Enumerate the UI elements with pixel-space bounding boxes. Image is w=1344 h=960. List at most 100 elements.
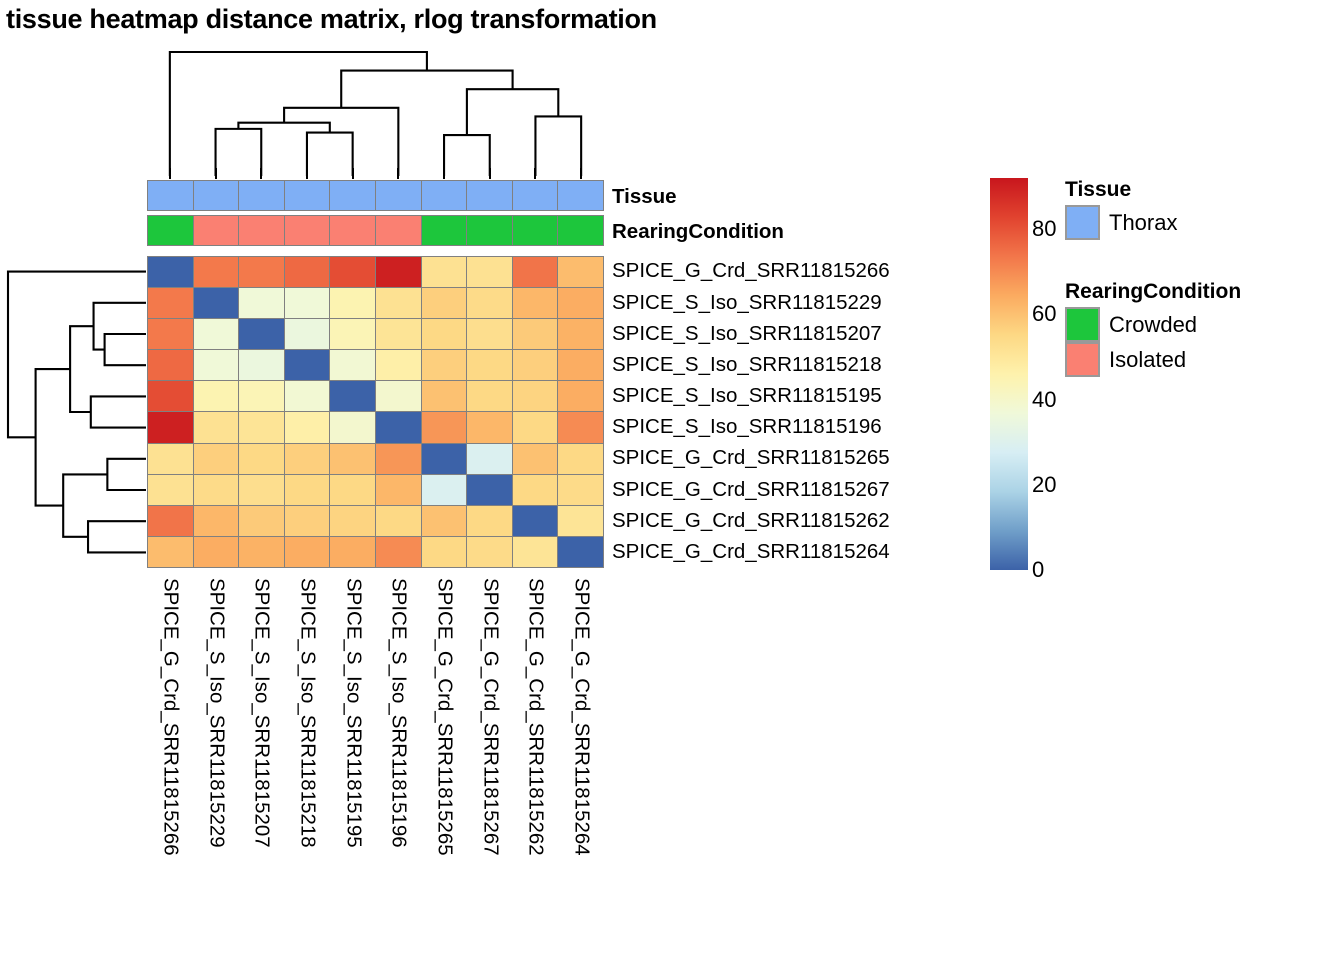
heatmap-cell <box>148 288 194 319</box>
heatmap-cell <box>375 350 422 381</box>
heatmap-column-label-slot: SPICE_S_Iso_SRR11815196 <box>376 578 422 948</box>
column-tickmark <box>443 168 446 179</box>
heatmap-cell <box>148 257 194 288</box>
heatmap-cell <box>148 381 194 412</box>
column-dendrogram <box>168 50 583 176</box>
annotation-tissue-cell <box>512 181 559 210</box>
colorbar-tick-60: 60 <box>1032 301 1057 327</box>
heatmap-cell <box>558 257 603 288</box>
annotation-tissue-cell <box>421 181 468 210</box>
heatmap-cell <box>558 474 603 505</box>
heatmap-cell <box>375 319 422 350</box>
column-tickmark <box>260 168 263 179</box>
heatmap-cell <box>284 288 331 319</box>
legend-title: Tissue <box>1065 178 1132 201</box>
heatmap-cell <box>467 474 513 505</box>
annotation-rearing-cell <box>148 216 194 245</box>
heatmap-cell <box>421 381 468 412</box>
heatmap-cell <box>375 412 422 443</box>
heatmap-cell <box>558 412 603 443</box>
annotation-row-tissue <box>147 180 604 211</box>
colorbar-tick-40: 40 <box>1032 386 1057 412</box>
heatmap-cell <box>421 319 468 350</box>
heatmap-column-label: SPICE_S_Iso_SRR11815229 <box>204 578 228 848</box>
heatmap-cell <box>330 536 376 567</box>
heatmap-cell <box>512 412 559 443</box>
heatmap-cell <box>284 536 331 567</box>
page-title: tissue heatmap distance matrix, rlog tra… <box>6 4 657 34</box>
heatmap-cell <box>330 288 376 319</box>
heatmap-row <box>148 257 603 289</box>
heatmap-cell <box>558 319 603 350</box>
heatmap-cell <box>239 319 285 350</box>
heatmap-cell <box>284 505 331 536</box>
heatmap-cell <box>512 443 559 474</box>
heatmap-row <box>148 319 603 351</box>
heatmap-row <box>148 505 603 537</box>
heatmap-cell <box>467 505 513 536</box>
annotation-tissue-cell <box>467 181 513 210</box>
heatmap-row <box>148 350 603 382</box>
heatmap-cell <box>239 443 285 474</box>
heatmap-cell <box>193 443 240 474</box>
heatmap-column-label: SPICE_S_Iso_SRR11815196 <box>387 578 411 848</box>
heatmap-row-label: SPICE_S_Iso_SRR11815207 <box>612 321 882 345</box>
legend-item[interactable]: Isolated <box>1065 342 1241 377</box>
colorbar-tick-0: 0 <box>1032 557 1045 582</box>
heatmap-cell <box>284 474 331 505</box>
heatmap-cell <box>239 412 285 443</box>
heatmap-row <box>148 288 603 320</box>
legend-label: Thorax <box>1109 209 1178 235</box>
column-tickmark <box>351 168 354 179</box>
heatmap-cell <box>284 319 331 350</box>
annotation-tissue-cell <box>148 181 194 210</box>
annotation-rearing-cell <box>467 216 513 245</box>
heatmap-cell <box>330 319 376 350</box>
legend-title: RearingCondition <box>1065 280 1242 303</box>
heatmap-cell <box>193 350 240 381</box>
heatmap-column-label: SPICE_G_Crd_SRR11815262 <box>524 578 548 856</box>
legend-label: Crowded <box>1109 311 1198 337</box>
heatmap-cell <box>421 474 468 505</box>
heatmap-cell <box>375 505 422 536</box>
heatmap-cell <box>375 257 422 288</box>
heatmap-cell <box>375 288 422 319</box>
heatmap-cell <box>284 350 331 381</box>
heatmap-column-label-slot: SPICE_G_Crd_SRR11815264 <box>558 578 604 948</box>
annotation-label-tissue: Tissue <box>612 185 677 208</box>
heatmap-row-label: SPICE_G_Crd_SRR11815265 <box>612 446 890 470</box>
heatmap-cell <box>467 257 513 288</box>
annotation-rearing-cell <box>421 216 468 245</box>
heatmap-cell <box>284 381 331 412</box>
heatmap-cell <box>421 288 468 319</box>
annotation-tissue-cell <box>193 181 240 210</box>
annotation-rearing-cell <box>239 216 285 245</box>
legend-item[interactable]: Thorax <box>1065 205 1177 240</box>
heatmap-cell <box>193 381 240 412</box>
column-tickmark <box>168 168 171 179</box>
heatmap-cell <box>512 474 559 505</box>
heatmap-cell <box>375 474 422 505</box>
column-tickmark <box>580 168 583 179</box>
heatmap-cell <box>193 505 240 536</box>
heatmap-cell <box>421 443 468 474</box>
heatmap-cell <box>421 412 468 443</box>
heatmap-cell <box>512 350 559 381</box>
legend-item[interactable]: Crowded <box>1065 307 1241 342</box>
heatmap-cell <box>558 443 603 474</box>
heatmap-cell <box>193 536 240 567</box>
annotation-tissue-cell <box>375 181 422 210</box>
heatmap-column-label-slot: SPICE_S_Iso_SRR11815207 <box>238 578 284 948</box>
heatmap-column-label: SPICE_S_Iso_SRR11815195 <box>341 578 365 848</box>
heatmap-cell <box>330 381 376 412</box>
heatmap-row-label: SPICE_S_Iso_SRR11815218 <box>612 352 882 376</box>
row-dendrogram <box>6 270 146 554</box>
column-tickmark <box>397 168 400 179</box>
heatmap-cell <box>193 474 240 505</box>
colorbar <box>990 178 1028 570</box>
heatmap-cell <box>421 505 468 536</box>
heatmap-row-label: SPICE_S_Iso_SRR11815195 <box>612 384 882 408</box>
